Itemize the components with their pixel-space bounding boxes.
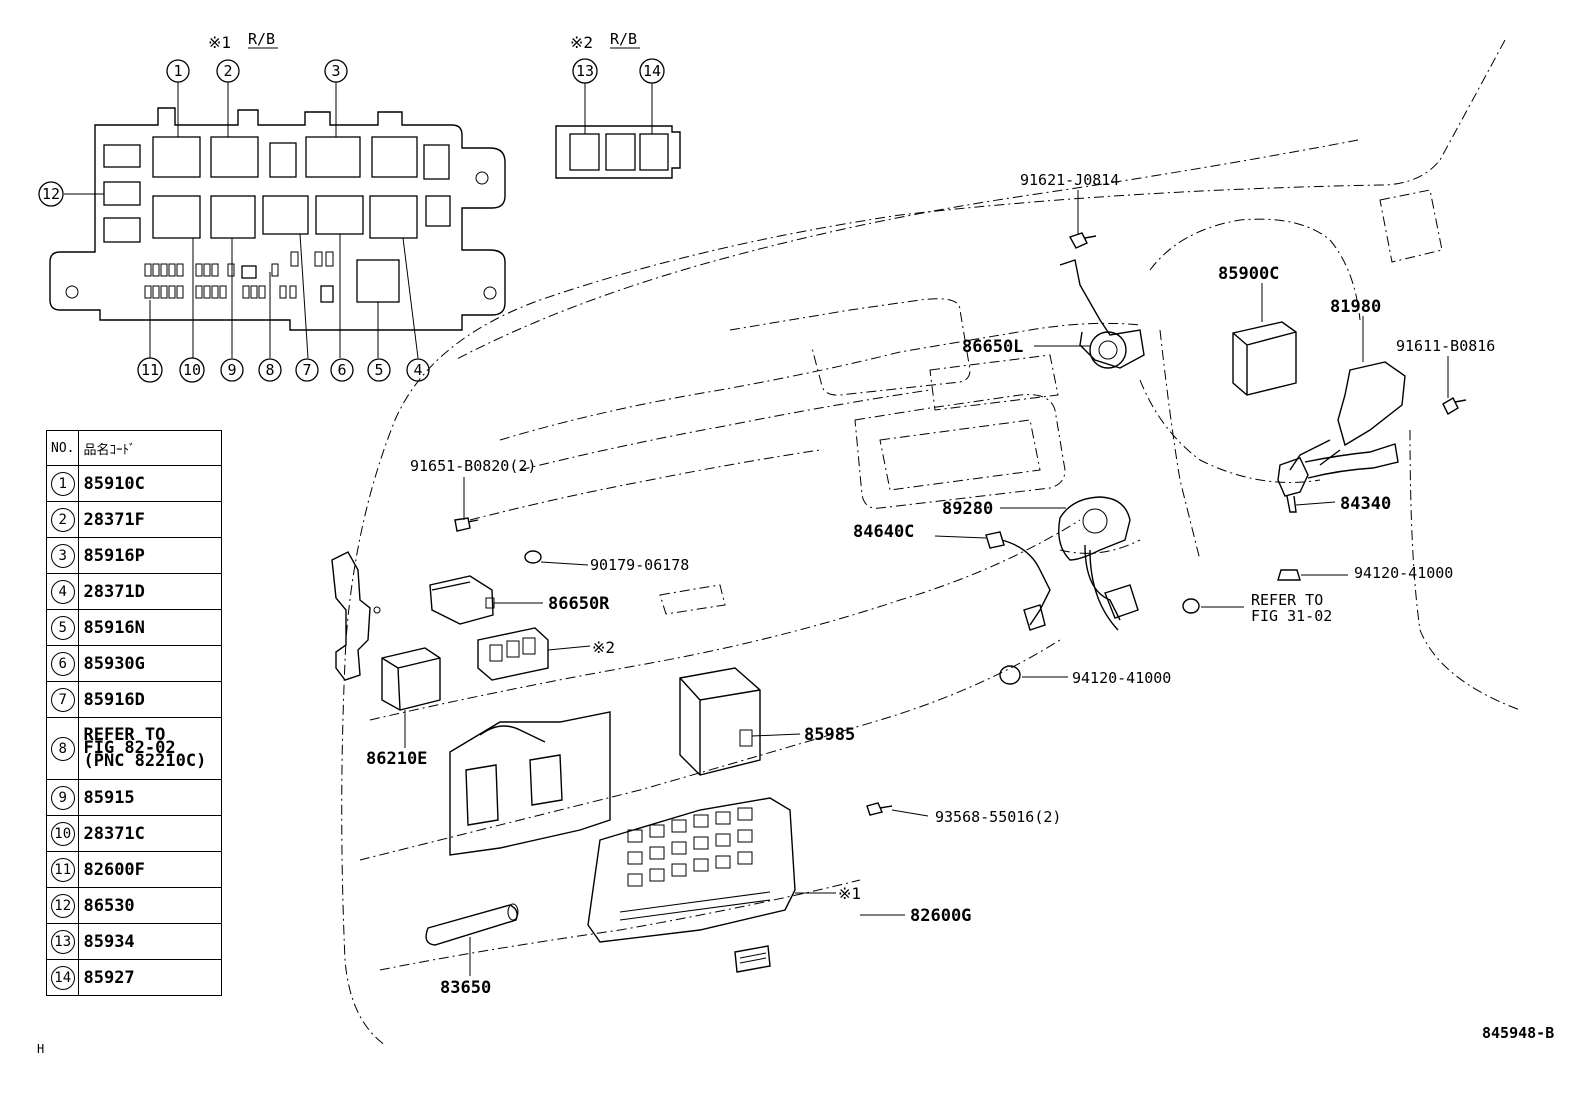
row-no: 13: [50, 929, 75, 954]
row-no: 12: [50, 893, 75, 918]
row-code: 85910C: [78, 465, 223, 502]
row-no: 7: [50, 687, 75, 712]
callout-12: 12: [42, 185, 60, 203]
row-code: 85915: [78, 779, 223, 816]
refer-line-1: REFER TO: [83, 725, 166, 745]
callout-7: 7: [302, 361, 311, 379]
label-93568-55016: 93568-55016(2): [935, 808, 1061, 826]
row-no: 6: [50, 651, 75, 676]
label-90179-06178: 90179-06178: [590, 556, 689, 574]
callouts-rb1: 1 2 3 4 5 6 7 8 9 10 11 12: [38, 59, 430, 383]
label-91651-B0820: 91651-B0820(2): [410, 457, 536, 475]
relay-block-1: ※1 R/B: [38, 30, 506, 383]
row-no: 1: [50, 471, 75, 496]
row-no: 9: [50, 785, 75, 810]
callout-1: 1: [173, 62, 182, 80]
leader-lines: [404, 190, 1449, 976]
corner-mark: H: [37, 1042, 45, 1056]
label-refer-fig31-line1: REFER TO: [1251, 591, 1323, 609]
table-header: NO. 品名ｺｰﾄﾞ: [45, 430, 223, 466]
callout-14: 14: [643, 62, 661, 80]
figure-id: 845948-B: [1482, 1024, 1555, 1042]
label-84340: 84340: [1340, 494, 1391, 514]
label-86650L: 86650L: [962, 337, 1023, 357]
callout-2: 2: [223, 62, 232, 80]
row-no: 8: [50, 736, 75, 761]
label-86210E: 86210E: [366, 749, 427, 769]
label-81980: 81980: [1330, 297, 1381, 317]
label-85985: 85985: [804, 725, 855, 745]
label-89280: 89280: [942, 499, 993, 519]
label-mark-1: ※1: [838, 884, 861, 903]
row-code: 28371C: [78, 815, 223, 852]
row-code: 85916P: [78, 537, 223, 574]
row-no: 3: [50, 543, 75, 568]
row-code: 82600F: [78, 851, 223, 888]
callout-4: 4: [413, 361, 422, 379]
refer-line-2: FIG 82-02: [83, 738, 176, 758]
row-code: 28371F: [78, 501, 223, 538]
label-94120-41000-b: 94120-41000: [1072, 669, 1171, 687]
label-91611-B0816: 91611-B0816: [1396, 337, 1495, 355]
table-row: 8 REFER TO FIG 82-02 (PNC 82210C): [45, 717, 223, 780]
row-no: 2: [50, 507, 75, 532]
row-code: 86530: [78, 887, 223, 924]
callout-10: 10: [183, 361, 201, 379]
row-code: 85916N: [78, 609, 223, 646]
label-82600G: 82600G: [910, 906, 971, 926]
callout-13: 13: [576, 62, 594, 80]
instrument-panel-outline: [341, 39, 1521, 1046]
row-code: 85927: [78, 959, 223, 996]
refer-line-3: (PNC 82210C): [83, 751, 207, 771]
label-91621-J0814: 91621-J0814: [1020, 171, 1119, 189]
header-name: 品名ｺｰﾄﾞ: [78, 430, 223, 466]
row-code: 28371D: [78, 573, 223, 610]
label-refer-fig31-line2: FIG 31-02: [1251, 607, 1332, 625]
label-86650R: 86650R: [548, 594, 610, 614]
header-no: NO.: [45, 430, 80, 466]
row-no: 5: [50, 615, 75, 640]
row-no: 10: [50, 821, 75, 846]
callout-9: 9: [227, 361, 236, 379]
label-84640C: 84640C: [853, 522, 914, 542]
label-mark-2: ※2: [592, 638, 615, 657]
callout-5: 5: [374, 361, 383, 379]
relay-block-2: ※2 R/B 13 14: [555, 30, 681, 179]
label-85900C: 85900C: [1218, 264, 1279, 284]
row-no: 4: [50, 579, 75, 604]
callout-8: 8: [265, 361, 274, 379]
rb1-label: R/B: [248, 30, 275, 48]
row-code: 85934: [78, 923, 223, 960]
part-labels: 91621-J0814 85900C 81980 86650L 91611-B0…: [366, 171, 1495, 998]
callout-11: 11: [141, 361, 159, 379]
row-no: 14: [50, 965, 75, 990]
row-code: 85916D: [78, 681, 223, 718]
row-code: 85930G: [78, 645, 223, 682]
label-94120-41000-a: 94120-41000: [1354, 564, 1453, 582]
component-sketches: [331, 232, 1467, 973]
rb1-mark: ※1: [208, 33, 231, 52]
row-no: 11: [50, 857, 75, 882]
callout-6: 6: [337, 361, 346, 379]
label-83650: 83650: [440, 978, 491, 998]
callout-3: 3: [331, 62, 340, 80]
rb2-label: R/B: [610, 30, 637, 48]
rb2-mark: ※2: [570, 33, 593, 52]
row-code: REFER TO FIG 82-02 (PNC 82210C): [78, 717, 223, 780]
